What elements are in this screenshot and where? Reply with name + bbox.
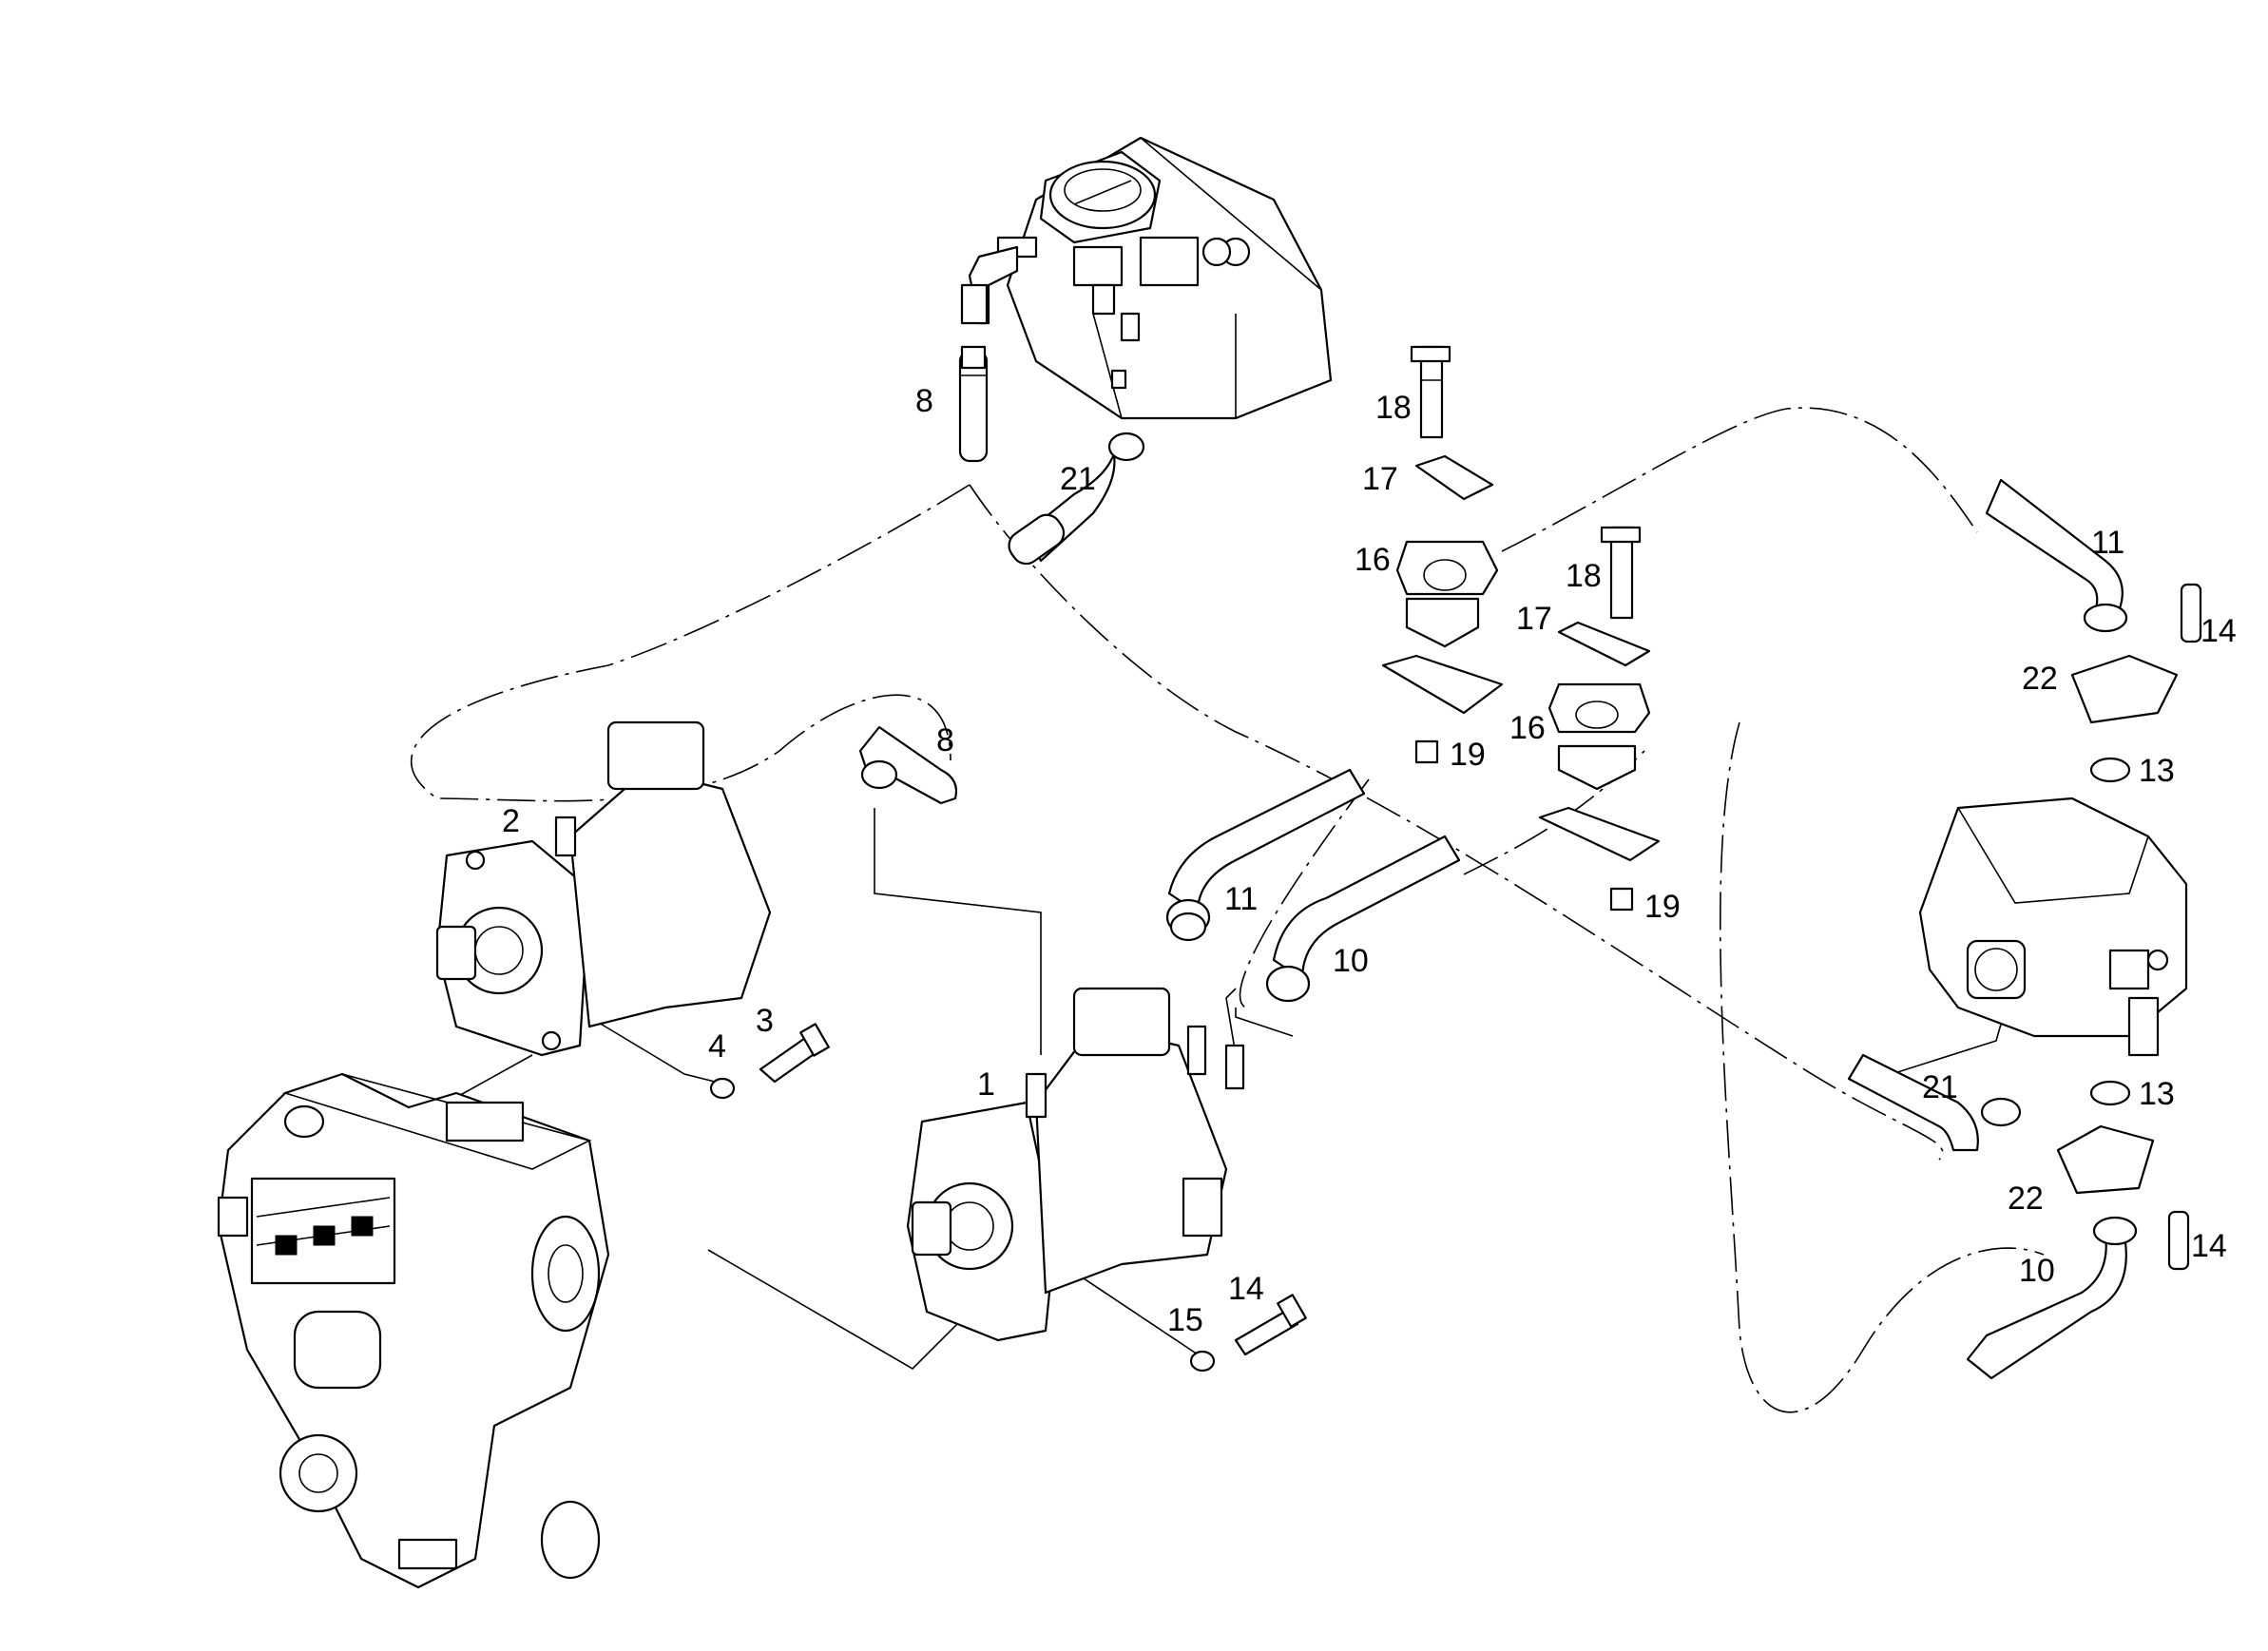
callout-11-right: 11 — [2091, 525, 2124, 561]
callout-11-middle: 11 — [1224, 881, 1258, 917]
callout-10-right: 10 — [2019, 1253, 2055, 1289]
callout-17-right: 17 — [1516, 601, 1552, 637]
callout-labels: 1 2 3 4 8 8 10 10 11 11 13 13 14 14 14 1… — [502, 383, 2237, 1338]
callout-21-right: 21 — [1922, 1069, 1958, 1105]
callout-18-right: 18 — [1566, 558, 1602, 594]
callout-19-right: 19 — [1644, 889, 1681, 925]
callout-13-upper: 13 — [2139, 753, 2175, 789]
right-hydraulic-pump — [1918, 797, 2188, 1057]
callout-8-lower: 8 — [936, 722, 954, 758]
callout-14-right-lower: 14 — [2191, 1228, 2227, 1264]
callout-10-middle: 10 — [1333, 943, 1369, 979]
callout-17-left: 17 — [1362, 461, 1398, 497]
callout-18-left: 18 — [1375, 390, 1412, 426]
clamp-assembly-right — [1538, 526, 1661, 912]
callout-13-lower: 13 — [2139, 1076, 2175, 1112]
hose-21-right — [1847, 1053, 2022, 1152]
callout-22-upper: 22 — [2022, 661, 2058, 697]
callout-2: 2 — [502, 803, 520, 839]
hose-11-right — [1985, 478, 2128, 633]
hose-10-right — [1966, 1216, 2138, 1380]
hydraulic-motor-1 — [906, 987, 1245, 1342]
bolt-3-washer-4 — [709, 1023, 830, 1100]
hose-10-middle — [1265, 835, 1461, 1003]
callout-22-lower: 22 — [2008, 1181, 2044, 1217]
hydraulic-motor-2 — [435, 720, 772, 1057]
callout-4: 4 — [708, 1028, 726, 1065]
callout-16-right: 16 — [1509, 710, 1546, 746]
flange-assembly-upper — [2070, 583, 2202, 783]
valve-block-assembly — [960, 136, 1333, 420]
callout-16-left: 16 — [1355, 542, 1391, 578]
hose-8-upper — [958, 345, 989, 463]
transmission-gearbox — [217, 1072, 610, 1589]
callout-21-upper: 21 — [1060, 461, 1096, 497]
callout-19-left: 19 — [1450, 737, 1486, 773]
callout-8-upper: 8 — [915, 383, 933, 419]
hose-8-lower — [858, 725, 958, 805]
callout-15: 15 — [1167, 1302, 1203, 1338]
bolt-14-washer-15 — [1189, 1294, 1307, 1373]
callout-14-right-upper: 14 — [2201, 613, 2237, 649]
callout-3: 3 — [756, 1003, 774, 1039]
hose-11-middle — [1165, 768, 1366, 942]
clamp-assembly-left — [1381, 345, 1504, 764]
hose-21-upper — [1008, 432, 1145, 566]
flange-assembly-lower — [2056, 1080, 2190, 1271]
callout-1: 1 — [977, 1066, 995, 1103]
callout-14-middle: 14 — [1228, 1271, 1264, 1307]
